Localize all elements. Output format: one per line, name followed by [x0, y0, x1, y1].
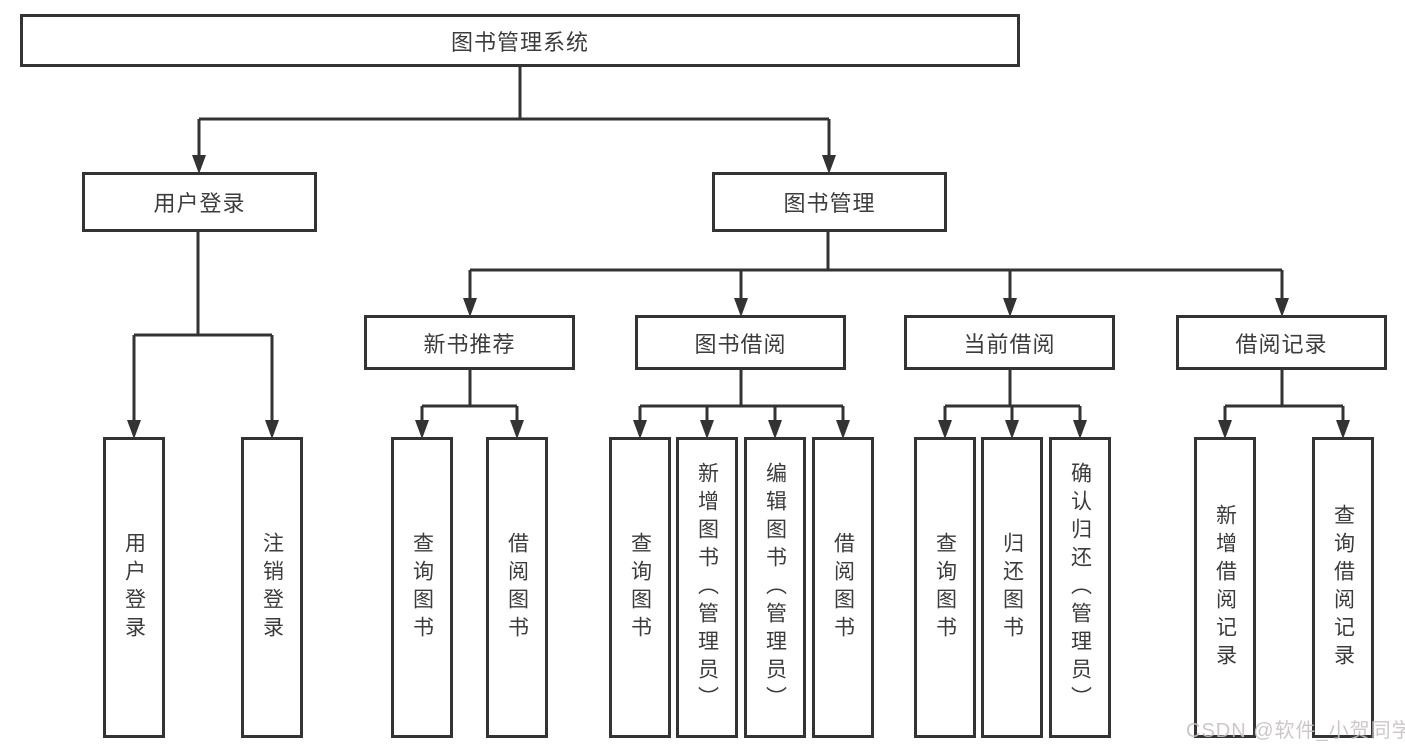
node-book-management: 图书管理 [712, 172, 947, 232]
leaf-query-books-borrow: 查询图书 [609, 437, 671, 738]
leaf-user-login: 用户登录 [103, 437, 165, 738]
node-borrow-records-label: 借阅记录 [1235, 331, 1328, 357]
leaf-query-books-recommend: 查询图书 [391, 437, 453, 738]
node-current-borrow: 当前借阅 [904, 315, 1115, 370]
leaf-add-books-admin-label: 新增图书（管理员） [695, 461, 719, 714]
leaf-add-borrow-record-label: 新增借阅记录 [1213, 503, 1237, 672]
csdn-watermark: CSDN @软件_小贺同学 [1186, 720, 1405, 742]
leaf-user-login-label: 用户登录 [122, 531, 146, 644]
node-root-system-label: 图书管理系统 [450, 29, 589, 55]
leaf-borrow-books-recommend-label: 借阅图书 [505, 531, 529, 644]
leaf-logout: 注销登录 [241, 437, 303, 738]
node-book-borrow-label: 图书借阅 [694, 331, 787, 357]
leaf-confirm-return-admin: 确认归还（管理员） [1049, 437, 1111, 738]
leaf-edit-books-admin: 编辑图书（管理员） [744, 437, 806, 738]
leaf-query-books-borrow-label: 查询图书 [628, 531, 652, 644]
leaf-borrow-books-recommend: 借阅图书 [486, 437, 548, 738]
leaf-add-borrow-record: 新增借阅记录 [1194, 437, 1256, 738]
leaf-return-books: 归还图书 [981, 437, 1043, 738]
leaf-logout-label: 注销登录 [260, 531, 284, 644]
node-borrow-records: 借阅记录 [1176, 315, 1387, 370]
leaf-query-borrow-record-label: 查询借阅记录 [1331, 503, 1355, 672]
leaf-borrow-books-label: 借阅图书 [831, 531, 855, 644]
node-root-system: 图书管理系统 [20, 14, 1020, 67]
leaf-query-borrow-record: 查询借阅记录 [1312, 437, 1374, 738]
node-new-book-recommend: 新书推荐 [364, 315, 575, 370]
leaf-confirm-return-admin-label: 确认归还（管理员） [1068, 461, 1092, 714]
node-user-login: 用户登录 [82, 172, 317, 232]
leaf-return-books-label: 归还图书 [1000, 531, 1024, 644]
node-current-borrow-label: 当前借阅 [963, 331, 1056, 357]
arrowheads [127, 155, 1350, 439]
node-user-login-label: 用户登录 [153, 191, 246, 216]
leaf-add-books-admin: 新增图书（管理员） [676, 437, 738, 738]
leaf-edit-books-admin-label: 编辑图书（管理员） [763, 461, 787, 714]
leaf-query-books-current-label: 查询图书 [933, 531, 957, 644]
node-book-management-label: 图书管理 [783, 191, 876, 216]
leaf-query-books-recommend-label: 查询图书 [410, 531, 434, 644]
node-book-borrow: 图书借阅 [635, 315, 846, 370]
node-new-book-recommend-label: 新书推荐 [423, 331, 516, 357]
leaf-query-books-current: 查询图书 [914, 437, 976, 738]
leaf-borrow-books: 借阅图书 [812, 437, 874, 738]
